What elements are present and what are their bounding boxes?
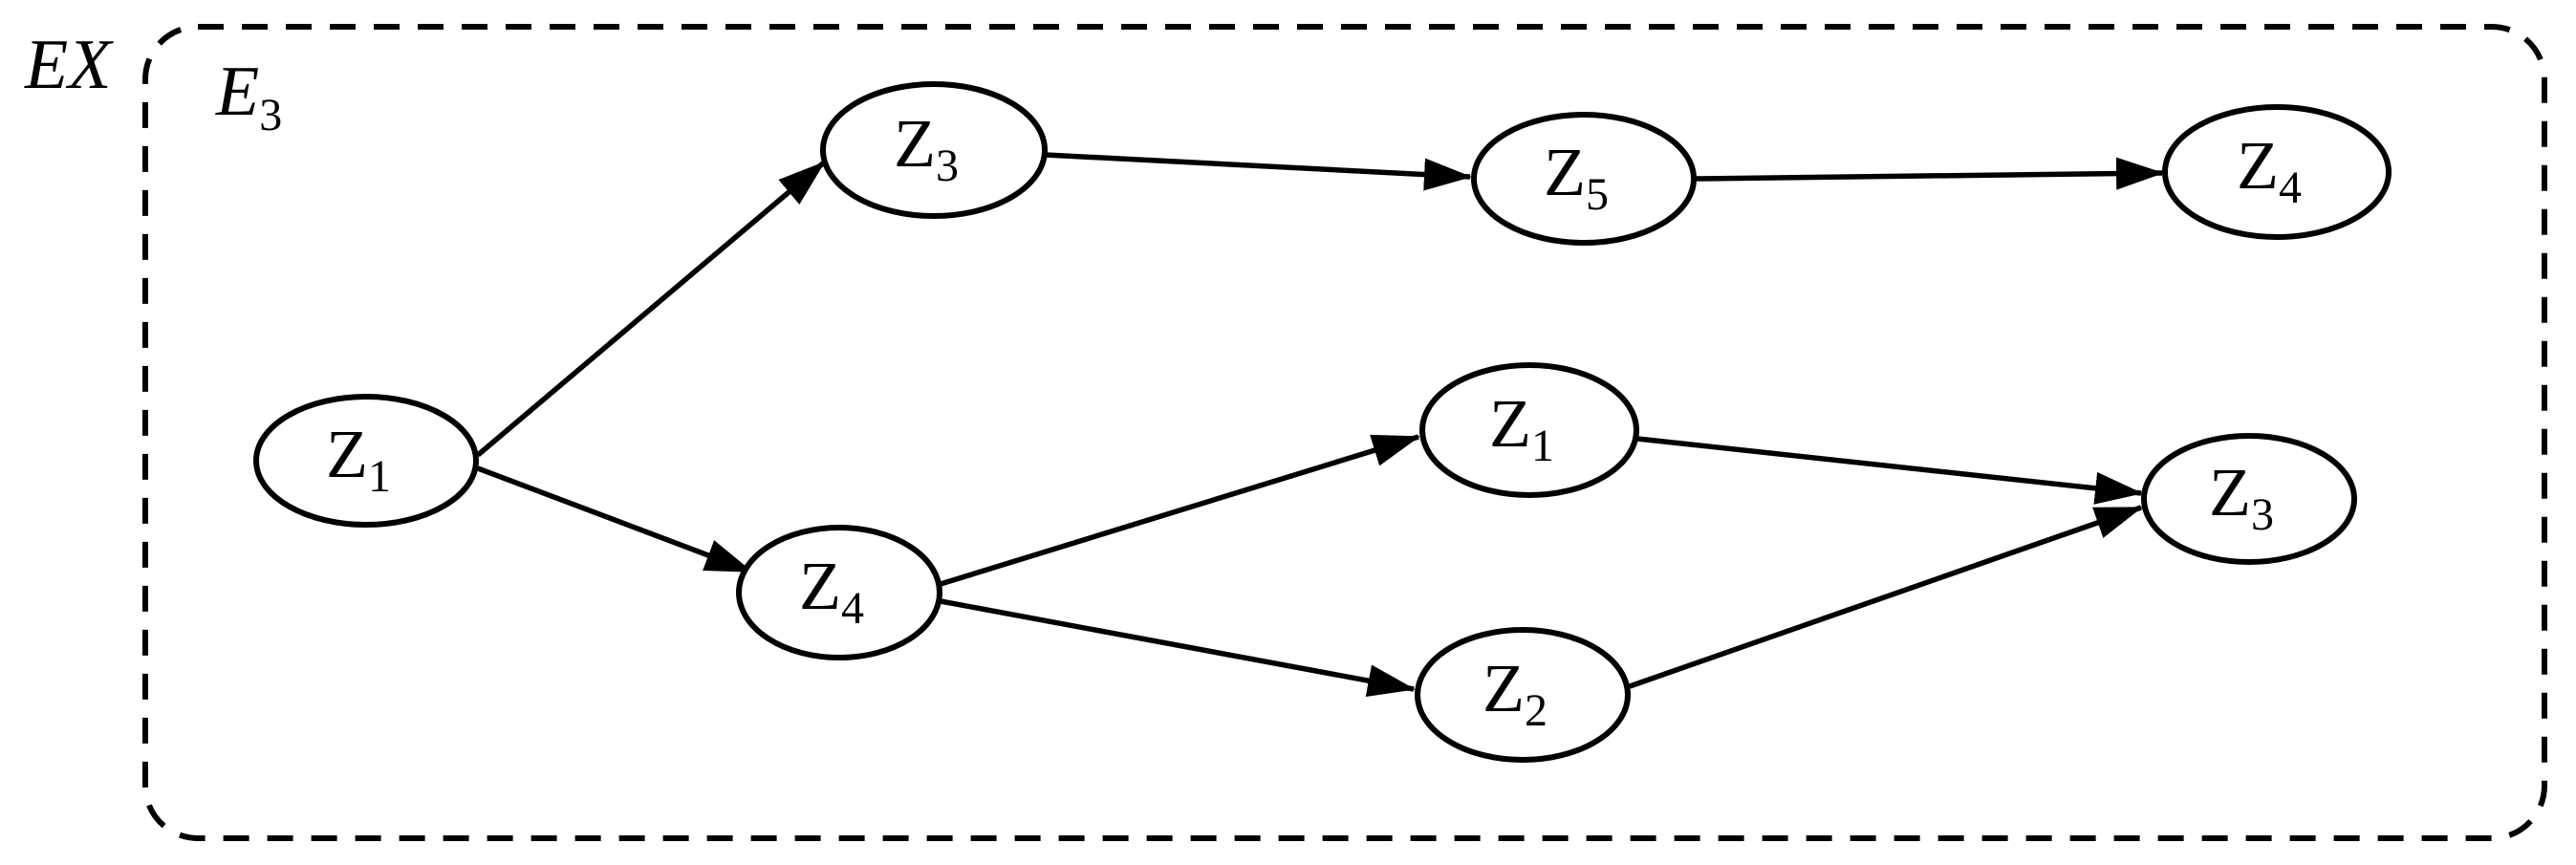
dashed-container-box bbox=[142, 24, 2547, 841]
edge-z5-top-to-z4-top-right bbox=[1694, 157, 2164, 190]
node-ellipse-z3-top bbox=[820, 81, 1048, 219]
node-label-z3-top: Z3 bbox=[894, 105, 959, 191]
node-label-z4-middle: Z4 bbox=[799, 548, 864, 634]
edge-z4-middle-to-z1-middle bbox=[940, 434, 1420, 587]
node-label-z1-left: Z1 bbox=[326, 416, 391, 502]
inner-box-label: E3 bbox=[215, 53, 282, 141]
node-ellipse-z2-bottom bbox=[1415, 627, 1631, 763]
edge-z1-left-to-z3-top bbox=[476, 160, 826, 458]
node-label-z2-bottom: Z2 bbox=[1483, 650, 1548, 736]
node-label-z5-top: Z5 bbox=[1544, 134, 1609, 220]
edge-z1-left-to-z4-middle bbox=[477, 465, 753, 574]
outer-box-label: EX bbox=[24, 26, 114, 104]
node-label-z3-right: Z3 bbox=[2209, 454, 2274, 540]
node-ellipse-z4-top-right bbox=[2162, 104, 2392, 240]
node-label-z4-top-right: Z4 bbox=[2237, 127, 2302, 213]
node-ellipse-z5-top bbox=[1471, 112, 1697, 246]
node-ellipse-z1-middle bbox=[1419, 362, 1639, 498]
edge-z2-bottom-to-z3-right bbox=[1629, 505, 2143, 689]
node-ellipse-z3-right bbox=[2141, 433, 2357, 565]
node-label-z1-middle: Z1 bbox=[1489, 385, 1554, 471]
node-ellipse-z4-middle bbox=[736, 525, 942, 660]
node-ellipse-z1-left bbox=[253, 394, 479, 528]
edge-z3-top-to-z5-top bbox=[1045, 152, 1472, 191]
edge-z1-middle-to-z3-right bbox=[1636, 436, 2143, 505]
edge-z4-middle-to-z2-bottom bbox=[940, 598, 1416, 697]
